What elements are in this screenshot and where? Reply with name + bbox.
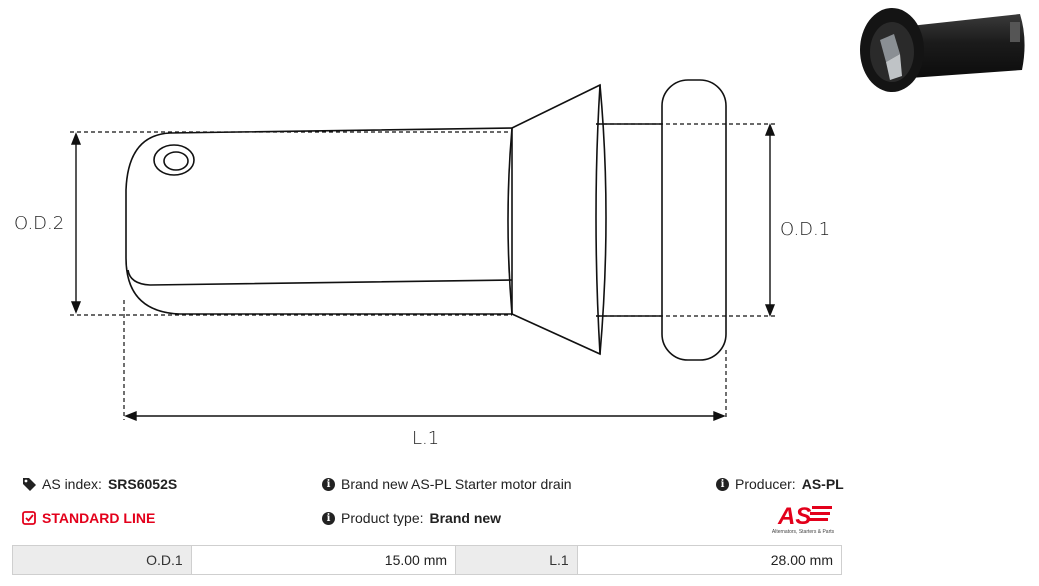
check-square-icon <box>22 511 36 525</box>
tube-body <box>125 127 513 315</box>
od1-label: O.D.1 <box>780 219 830 240</box>
standard-line-badge: STANDARD LINE <box>22 510 155 526</box>
description-text: Brand new AS-PL Starter motor drain <box>341 476 572 492</box>
as-logo: AS Alternators, Starters & Parts <box>772 503 835 535</box>
flange <box>661 79 727 361</box>
logo-tagline: Alternators, Starters & Parts <box>772 529 835 535</box>
cone-rim <box>595 84 601 355</box>
spec-value: 28.00 mm <box>576 545 843 575</box>
as-index-value: SRS6052S <box>107 476 178 492</box>
hole-inner <box>163 151 189 171</box>
as-index: AS index: SRS6052S <box>22 476 177 492</box>
as-index-label: AS index: <box>42 476 102 492</box>
od2-label: O.D.2 <box>14 213 64 234</box>
producer-value: AS-PL <box>801 476 844 492</box>
product-thumbnail[interactable] <box>850 0 1028 98</box>
technical-drawing: O.D.2 O.D.1 L.1 <box>14 79 830 449</box>
info-circle-icon: i <box>716 477 729 491</box>
tags-icon <box>22 477 36 491</box>
cone <box>511 83 607 356</box>
logo-text: AS <box>777 503 811 530</box>
info-circle-icon: i <box>322 477 335 491</box>
product-type-value: Brand new <box>429 510 502 526</box>
standard-line-text: STANDARD LINE <box>42 510 156 526</box>
product-type-label: Product type: <box>341 510 424 526</box>
table-row: O.D.1 15.00 mm L.1 28.00 mm <box>12 545 843 575</box>
cone-base <box>507 127 513 315</box>
product-type: i Product type: Brand new <box>322 510 501 526</box>
info-circle-icon: i <box>322 511 335 525</box>
spec-value: 15.00 mm <box>190 545 457 575</box>
tube-inner-line <box>127 269 513 286</box>
producer-label: Producer: <box>735 476 796 492</box>
specs-table: O.D.1 15.00 mm L.1 28.00 mm <box>12 545 843 575</box>
spec-key: L.1 <box>455 545 578 575</box>
description: i Brand new AS-PL Starter motor drain <box>322 476 572 492</box>
l1-label: L.1 <box>412 428 439 449</box>
producer: i Producer: AS-PL <box>716 476 844 492</box>
spec-key: O.D.1 <box>12 545 192 575</box>
hole-outer <box>153 144 195 176</box>
